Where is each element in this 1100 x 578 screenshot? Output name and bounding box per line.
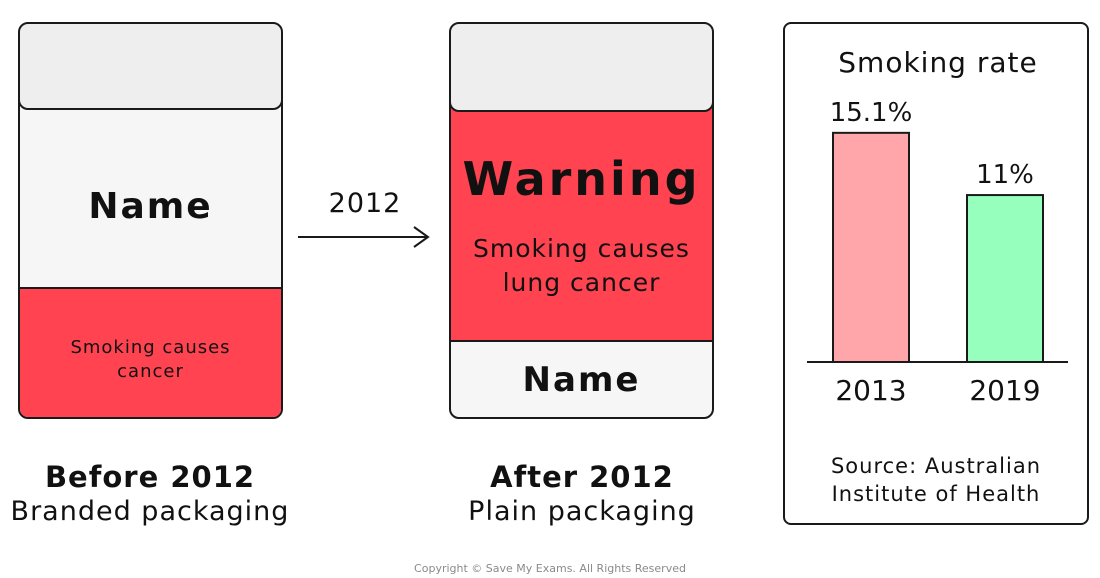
- source-line1: Source: Australian: [830, 454, 1042, 478]
- smoking-rate-chart-panel: Smoking rate 15.1% 2013 11% 2019 Source: Au…: [783, 22, 1089, 525]
- warning-title: Warning: [462, 152, 701, 206]
- after-caption: After 2012 Plain packaging: [432, 460, 732, 527]
- large-health-warning: Warning Smoking causes lung cancer: [451, 94, 712, 342]
- large-warning-line1: Smoking causes: [473, 234, 690, 263]
- value-label-2013: 15.1%: [830, 98, 913, 128]
- source-line2: Institute of Health: [831, 482, 1041, 506]
- large-warning-line2: lung cancer: [502, 268, 661, 297]
- before-caption-title: Before 2012: [44, 460, 256, 494]
- small-warning-line1: Smoking causes: [70, 337, 231, 358]
- chart-title: Smoking rate: [838, 46, 1037, 79]
- arrow-year-label: 2012: [328, 188, 402, 219]
- category-label-2013: 2013: [835, 374, 906, 407]
- copyright-notice: Copyright © Save My Exams. All Rights Re…: [414, 562, 686, 575]
- transition-arrow: [298, 226, 430, 248]
- small-warning-line2: cancer: [117, 361, 184, 382]
- pack-lid: [20, 24, 281, 110]
- smoking-rate-chart: Smoking rate 15.1% 2013 11% 2019: [807, 46, 1068, 407]
- bar-2013: [832, 131, 910, 363]
- plain-cigarette-pack: Warning Smoking causes lung cancer Name: [449, 22, 714, 419]
- value-label-2019: 11%: [976, 160, 1034, 190]
- branded-cigarette-pack: Name Smoking causes cancer: [18, 22, 283, 419]
- before-caption: Before 2012 Branded packaging: [0, 460, 300, 527]
- brand-name-label: Name: [88, 186, 213, 227]
- bar-2019: [966, 194, 1044, 363]
- after-caption-subtitle: Plain packaging: [468, 496, 696, 527]
- plain-name-label: Name: [522, 360, 641, 400]
- pack-lid: [451, 24, 712, 112]
- before-caption-subtitle: Branded packaging: [10, 496, 290, 527]
- small-health-warning: Smoking causes cancer: [20, 287, 281, 417]
- after-caption-title: After 2012: [490, 460, 674, 494]
- chart-source: Source: Australian Institute of Health: [785, 452, 1087, 508]
- category-label-2019: 2019: [969, 374, 1040, 407]
